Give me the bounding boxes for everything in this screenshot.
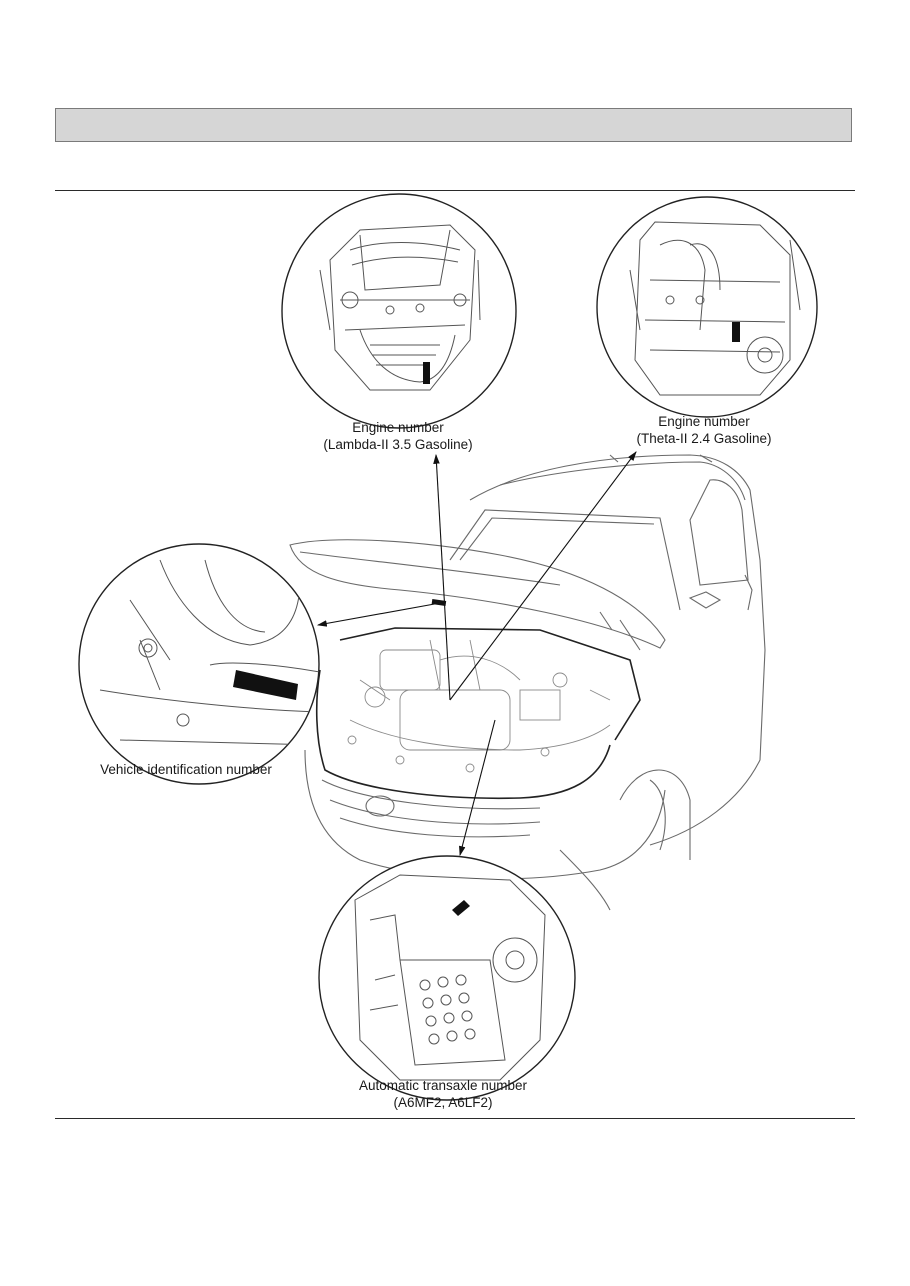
- engine-lambda-label-line1: Engine number: [352, 420, 444, 435]
- engine-lambda-detail: [281, 193, 517, 429]
- vin-label: Vehicle identification number: [100, 762, 272, 777]
- engine-lambda-number-mark: [423, 362, 430, 384]
- callout-arrows: [316, 451, 637, 857]
- engine-theta-label-line2: (Theta-II 2.4 Gasoline): [636, 431, 771, 446]
- vin-plate-mark: [233, 670, 298, 700]
- vehicle-drawing: [289, 454, 766, 911]
- vin-detail: [78, 543, 320, 785]
- transaxle-detail: [318, 855, 576, 1101]
- transaxle-label-line2: (A6MF2, A6LF2): [393, 1095, 492, 1110]
- transaxle-number-mark: [452, 900, 470, 916]
- transaxle-label-line1: Automatic transaxle number: [359, 1078, 528, 1093]
- section-header-bar: [55, 108, 852, 142]
- engine-theta-label-line1: Engine number: [658, 414, 750, 429]
- engine-theta-detail: [596, 196, 818, 418]
- top-divider: [55, 190, 855, 191]
- vin-location-mark: [431, 599, 447, 606]
- engine-lambda-label-line2: (Lambda-II 3.5 Gasoline): [323, 437, 472, 452]
- engine-theta-number-mark: [732, 322, 740, 342]
- bottom-divider: [55, 1118, 855, 1119]
